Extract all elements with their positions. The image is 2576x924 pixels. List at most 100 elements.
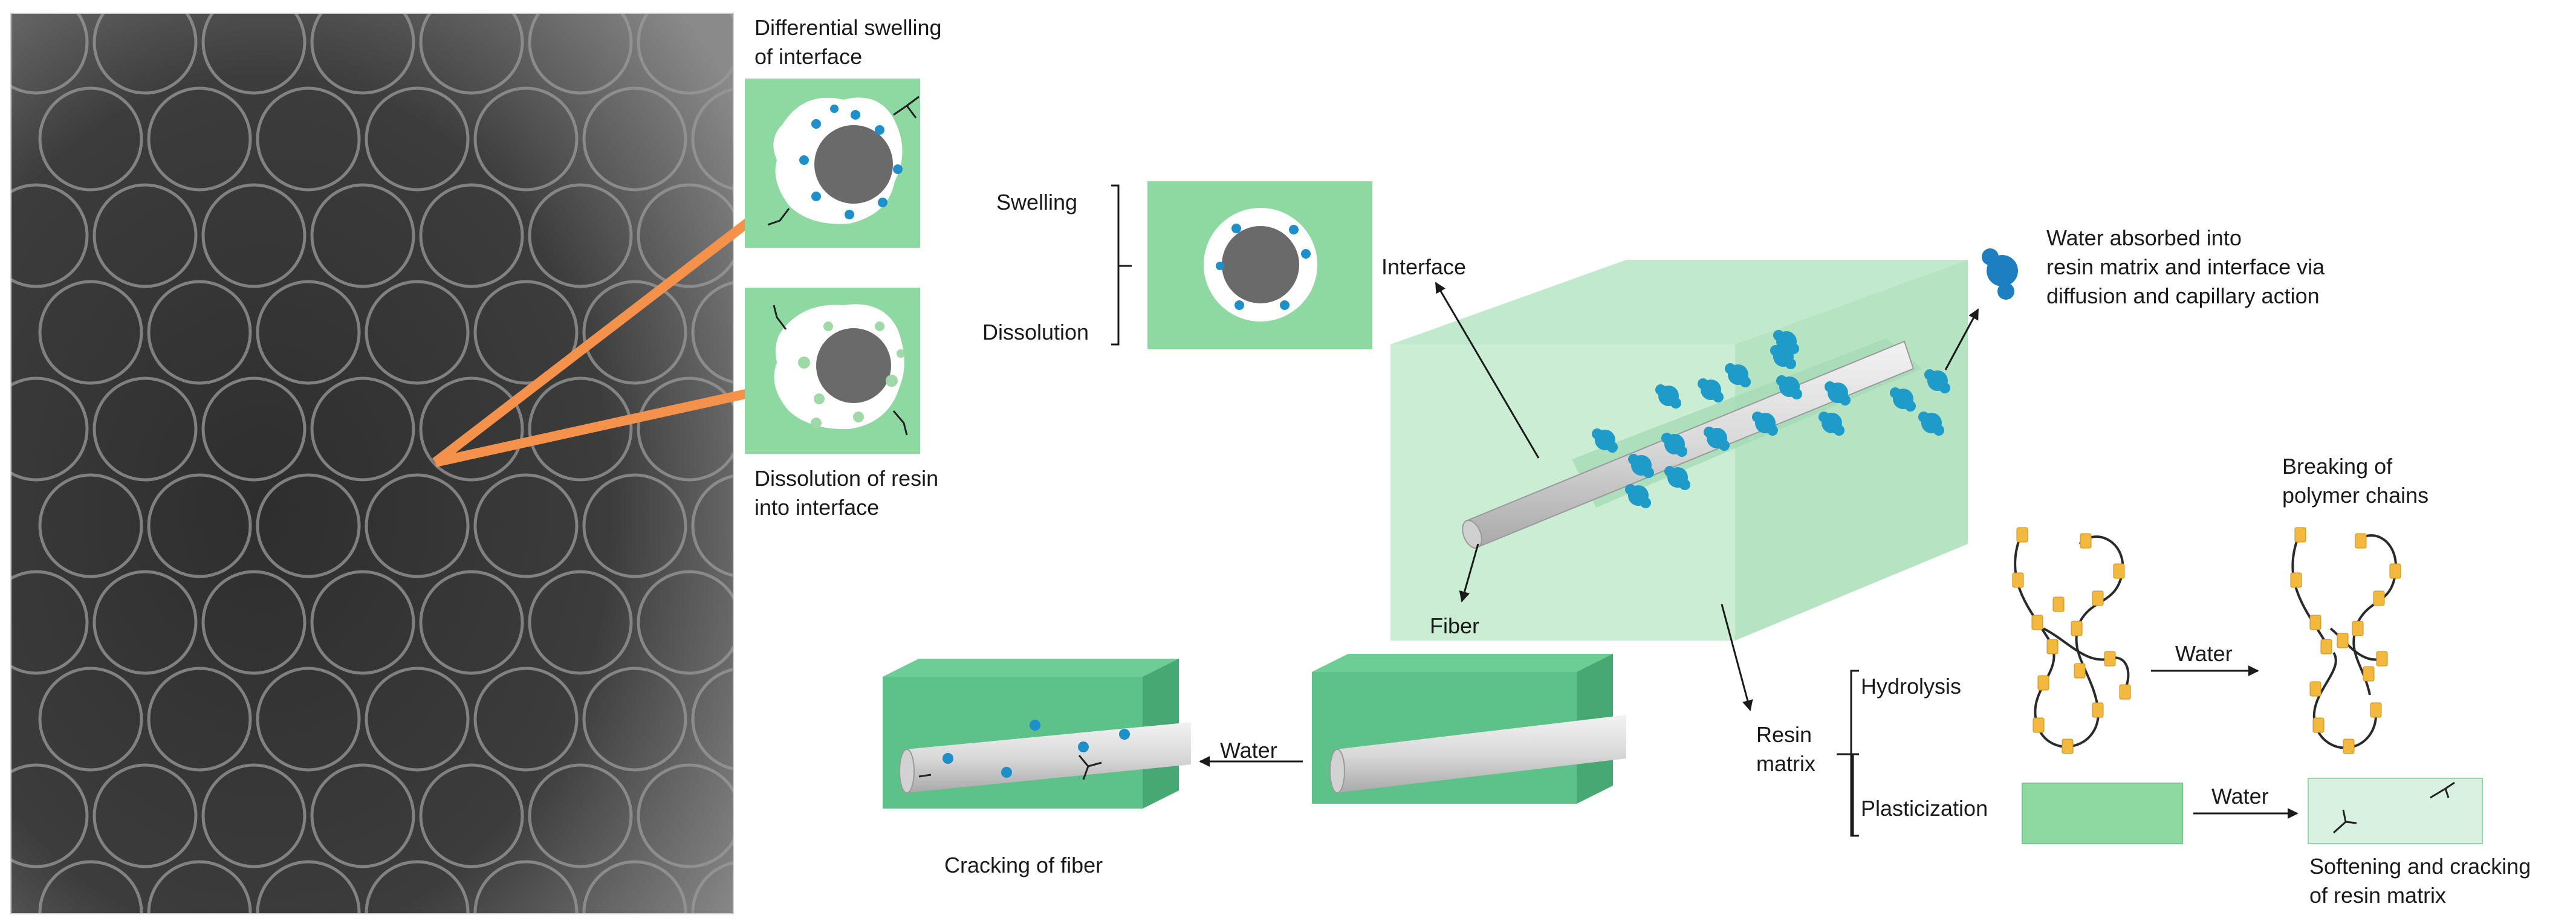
water-molecule-5	[1776, 375, 1802, 399]
arrow-to-dissolution	[434, 371, 800, 467]
orange-arrows	[432, 184, 800, 467]
label-water-fiber: Water	[1220, 738, 1277, 763]
label-differential-swelling: Differential swelling of interface	[754, 13, 941, 71]
fiber-cross-section-42	[11, 570, 89, 675]
fiber-cross-section-56	[11, 763, 89, 868]
label-resin-matrix-line2: matrix	[1756, 751, 1815, 776]
fiber-cross-section-11	[473, 86, 579, 192]
label-water-absorbed-line2: resin matrix and interface via	[2046, 254, 2325, 279]
label-water-absorbed-line3: diffusion and capillary action	[2046, 283, 2320, 308]
fiber-cross-section-30	[201, 376, 307, 482]
fiber-cross-section-9	[256, 86, 361, 192]
beadsB-bead-12	[2355, 533, 2367, 549]
interface-panel	[1147, 181, 1372, 349]
fiber-cross-section-66	[365, 860, 470, 914]
fiber-cross-section-17	[310, 183, 415, 288]
fiber-cross-section-2	[201, 13, 307, 95]
fiber-cross-section-6	[637, 13, 733, 95]
beadsA-bead-6	[2062, 738, 2074, 754]
fiber-cross-section-20	[637, 183, 733, 288]
fiber-cross-section-28	[11, 376, 89, 482]
fiber-cross-section-4	[419, 13, 524, 95]
fiber-leader	[1459, 543, 1479, 603]
fiber-cross-section-0	[11, 13, 89, 95]
fiber-cross-section-41	[691, 474, 733, 577]
fiber-cross-section-54	[582, 667, 687, 772]
fiber-cross-section-31	[310, 376, 415, 482]
label-water-hydrolysis: Water	[2175, 641, 2233, 666]
water-molecule-icon	[1982, 248, 2018, 300]
label-water-absorbed: Water absorbed into resin matrix and int…	[2046, 224, 2325, 311]
water-molecule-1	[1655, 384, 1681, 409]
fiber-cross-section-15	[92, 183, 198, 288]
label-water-absorbed-line1: Water absorbed into	[2046, 225, 2242, 250]
fiber-cross-section-61	[528, 763, 633, 868]
fiber-cross-section-53	[473, 667, 579, 772]
beadsA-bead-3	[2046, 639, 2059, 654]
fiber-cross-section-37	[256, 473, 361, 578]
water-molecule-13	[1625, 484, 1651, 508]
beadsA-bead-7	[2092, 702, 2104, 718]
label-differential-swelling-line2: of interface	[754, 44, 863, 69]
fiber-cross-section-55	[691, 668, 733, 771]
water-molecule-17	[1773, 330, 1799, 354]
fiber-cross-section-7	[38, 86, 143, 192]
beadsB-bead-0	[2294, 527, 2306, 543]
fiber-cross-section-5	[528, 13, 633, 95]
beadsA-bead-13	[2104, 651, 2116, 667]
beadsA-bead-5	[2033, 717, 2045, 733]
fiber-cross-section-47	[528, 570, 633, 675]
fiber-cross-section-69	[691, 861, 733, 914]
water-molecule-14	[1890, 387, 1916, 412]
beadsB-bead-2	[2309, 615, 2321, 630]
label-breaking-chains-line2: polymer chains	[2282, 483, 2429, 508]
fiber-cross-section-50	[147, 667, 252, 772]
beadsB-bead-1	[2290, 572, 2302, 588]
fiber-cross-section-25	[473, 280, 579, 385]
beadsA-bead-14	[2119, 684, 2131, 700]
label-cracking-fiber: Cracking of fiber	[944, 853, 1103, 877]
beadsB-bead-11	[2389, 563, 2401, 579]
fiber-cross-section-16	[201, 183, 307, 288]
water-molecule-6	[1825, 381, 1851, 405]
label-softening-line2: of resin matrix	[2309, 883, 2447, 908]
beadsB-bead-5	[2312, 717, 2325, 733]
fiber-cross-section-8	[147, 86, 252, 192]
beadsA-bead-2	[2031, 615, 2043, 630]
label-water-plasticization: Water	[2211, 784, 2269, 809]
bracket-resin	[1837, 670, 1859, 837]
water-molecule-9	[1704, 427, 1730, 451]
fiber-cross-section-40	[582, 473, 687, 578]
beadsB-bead-10	[2373, 590, 2385, 606]
cracked-fiber-block	[883, 659, 1191, 809]
label-fiber: Fiber	[1430, 613, 1480, 638]
fiber-cross-section-48	[637, 570, 733, 675]
dissolution-panel	[745, 288, 920, 454]
fiber-cross-section-38	[365, 473, 470, 578]
fiber-cross-section-63	[38, 860, 143, 914]
beadsB-bead-4	[2309, 681, 2321, 697]
label-dissolution-resin-line1: Dissolution of resin	[754, 466, 939, 491]
fiber-cross-section-58	[201, 763, 307, 868]
intact-resin-block	[2022, 783, 2183, 844]
beadsB-bead-14	[2337, 633, 2349, 648]
fiber-cross-section-45	[310, 570, 415, 675]
fiber-cross-section-3	[310, 13, 415, 95]
label-breaking-chains-line1: Breaking of	[2282, 454, 2393, 479]
label-dissolution-resin-line2: into interface	[754, 495, 880, 520]
water-molecule-11	[1628, 454, 1654, 478]
label-resin-matrix-line1: Resin	[1756, 722, 1812, 747]
fiber-cross-section-27	[691, 281, 733, 384]
label-interface: Interface	[1381, 254, 1467, 279]
beadsA-bead-9	[2071, 621, 2083, 636]
fiber-cross-section-39	[473, 473, 579, 578]
water-molecule-12	[1664, 466, 1690, 490]
fiber-cross-section-26	[582, 280, 687, 385]
fiber-cross-section-36	[147, 473, 252, 578]
polymer-chains-intact	[2012, 527, 2131, 754]
fiber-cross-section-18	[419, 183, 524, 288]
fiber-cross-section-10	[365, 86, 470, 192]
fiber-cross-section-34	[637, 376, 733, 482]
resin-matrix-leader	[1721, 604, 1753, 711]
